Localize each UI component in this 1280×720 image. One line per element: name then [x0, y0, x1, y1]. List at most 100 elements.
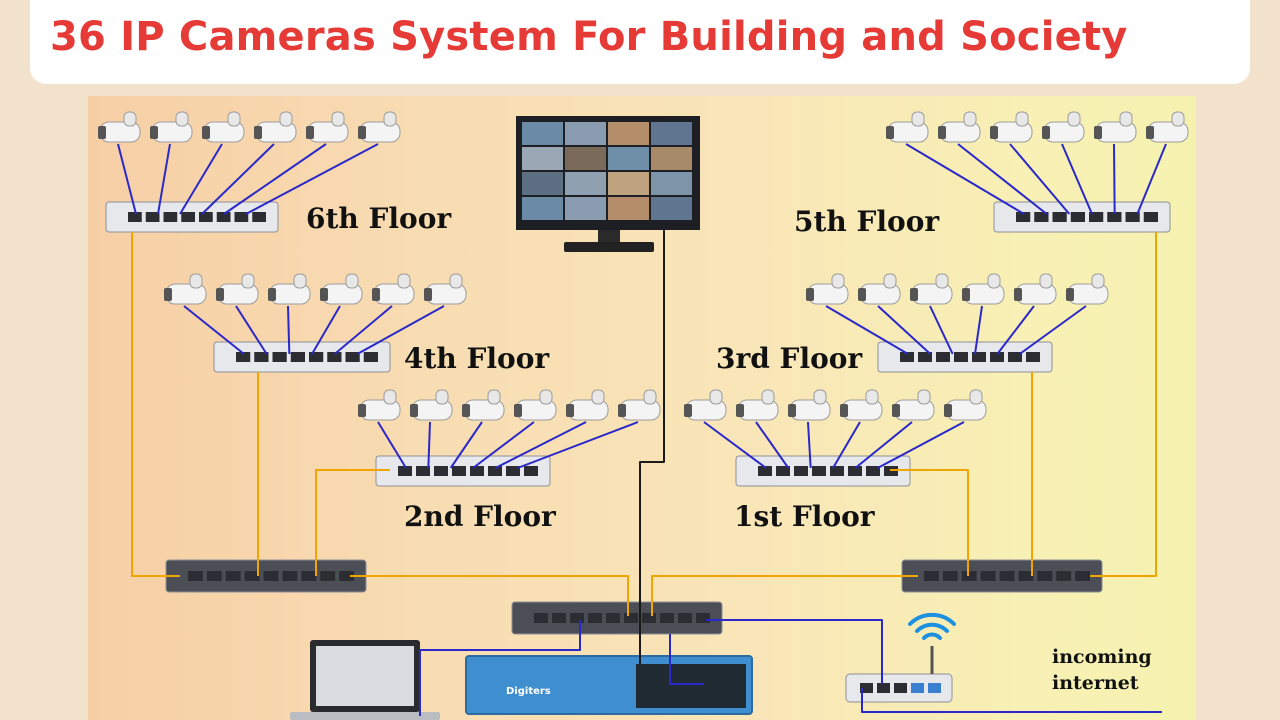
- switch-port: [320, 571, 336, 581]
- switch-port: [339, 571, 354, 581]
- camera-5th-4: [1042, 111, 1085, 143]
- incoming-internet-link: [861, 688, 1162, 713]
- camera-mount: [449, 273, 463, 289]
- switch-port: [216, 212, 231, 222]
- camera-link-1st-5: [854, 421, 913, 469]
- camera-link-3rd-1: [825, 305, 909, 355]
- switch-port: [830, 466, 844, 476]
- camera-mount: [175, 111, 189, 127]
- camera-link-5th-1: [905, 143, 1025, 215]
- switch-port: [606, 613, 620, 623]
- camera-lens: [840, 404, 848, 417]
- switch-port: [452, 466, 466, 476]
- camera-link-6th-2: [157, 143, 171, 215]
- switch-port: [1034, 212, 1049, 222]
- router-port: [911, 683, 924, 693]
- core-switch: [511, 601, 723, 635]
- switch-port: [624, 613, 638, 623]
- camera-mount: [539, 389, 553, 405]
- camera-lens: [372, 288, 380, 301]
- camera-mount: [831, 273, 845, 289]
- camera-2nd-2: [410, 389, 453, 421]
- switch-port: [1026, 352, 1040, 362]
- floor-label-3rd: 3rd Floor: [716, 342, 863, 375]
- camera-lens: [462, 404, 470, 417]
- camera-mount: [279, 111, 293, 127]
- camera-lens: [806, 288, 814, 301]
- camera-5th-1: [886, 111, 929, 143]
- switch-port: [1125, 212, 1140, 222]
- nvr-icon: Digiters: [465, 655, 753, 715]
- camera-2nd-6: [618, 389, 661, 421]
- camera-mount: [123, 111, 137, 127]
- incoming-internet-line1: incoming: [1052, 646, 1152, 668]
- wifi-arc-small: [922, 632, 942, 640]
- switch-port: [309, 352, 324, 362]
- camera-lens: [736, 404, 744, 417]
- wifi-icon: [908, 612, 956, 640]
- nvr-rear-panel: [636, 664, 746, 708]
- switch-port: [1008, 352, 1022, 362]
- page-title: 36 IP Cameras System For Building and So…: [50, 14, 1128, 60]
- switch-port: [900, 352, 914, 362]
- camera-lens: [150, 126, 158, 139]
- switch-port: [776, 466, 790, 476]
- camera-link-1st-4: [832, 421, 861, 469]
- monitor-icon: [516, 116, 700, 252]
- switch-port: [980, 571, 996, 581]
- camera-6th-1: [98, 111, 141, 143]
- camera-mount: [761, 389, 775, 405]
- switch-port: [145, 212, 160, 222]
- laptop-screen: [316, 646, 414, 706]
- camera-link-2nd-4: [472, 421, 535, 469]
- uplink-2nd: [315, 469, 390, 576]
- switch-port: [301, 571, 317, 581]
- camera-4th-6: [424, 273, 467, 305]
- camera-lens: [990, 126, 998, 139]
- camera-lens: [618, 404, 626, 417]
- camera-mount: [591, 389, 605, 405]
- monitor-feed-tile: [565, 197, 606, 220]
- camera-6th-3: [202, 111, 245, 143]
- wifi-arc-medium: [915, 622, 949, 633]
- camera-mount: [1119, 111, 1133, 127]
- switch-port: [416, 466, 430, 476]
- camera-link-4th-3: [287, 305, 291, 355]
- camera-5th-2: [938, 111, 981, 143]
- switch-port: [236, 352, 251, 362]
- switch-port: [812, 466, 826, 476]
- camera-link-4th-1: [183, 305, 245, 355]
- camera-1st-1: [684, 389, 727, 421]
- camera-3rd-2: [858, 273, 901, 305]
- wifi-arc-large: [908, 612, 956, 626]
- core-to-router-link: [706, 619, 883, 684]
- switch-port: [506, 466, 520, 476]
- router-port: [877, 683, 890, 693]
- camera-lens: [1042, 126, 1050, 139]
- switch-port: [225, 571, 241, 581]
- camera-link-4th-4: [311, 305, 341, 355]
- monitor-feed-tile: [565, 147, 606, 170]
- poe-switch-1st: [735, 455, 911, 487]
- switch-port: [488, 466, 502, 476]
- switch-port: [282, 571, 298, 581]
- switch-port: [848, 466, 862, 476]
- camera-mount: [1039, 273, 1053, 289]
- camera-mount: [963, 111, 977, 127]
- monitor-feed-tile: [651, 197, 692, 220]
- aggregation-switch-left: [165, 559, 367, 593]
- camera-link-3rd-4: [974, 305, 983, 355]
- camera-lens: [268, 288, 276, 301]
- camera-mount: [227, 111, 241, 127]
- switch-port: [1052, 212, 1067, 222]
- camera-5th-3: [990, 111, 1033, 143]
- uplink-1st: [890, 469, 969, 576]
- router-icon: [845, 673, 953, 703]
- camera-link-4th-6: [356, 305, 445, 355]
- switch-port: [1016, 212, 1031, 222]
- switch-port: [924, 571, 939, 581]
- camera-4th-2: [216, 273, 259, 305]
- aggregation-switch-right: [901, 559, 1103, 593]
- camera-link-5th-2: [957, 143, 1048, 215]
